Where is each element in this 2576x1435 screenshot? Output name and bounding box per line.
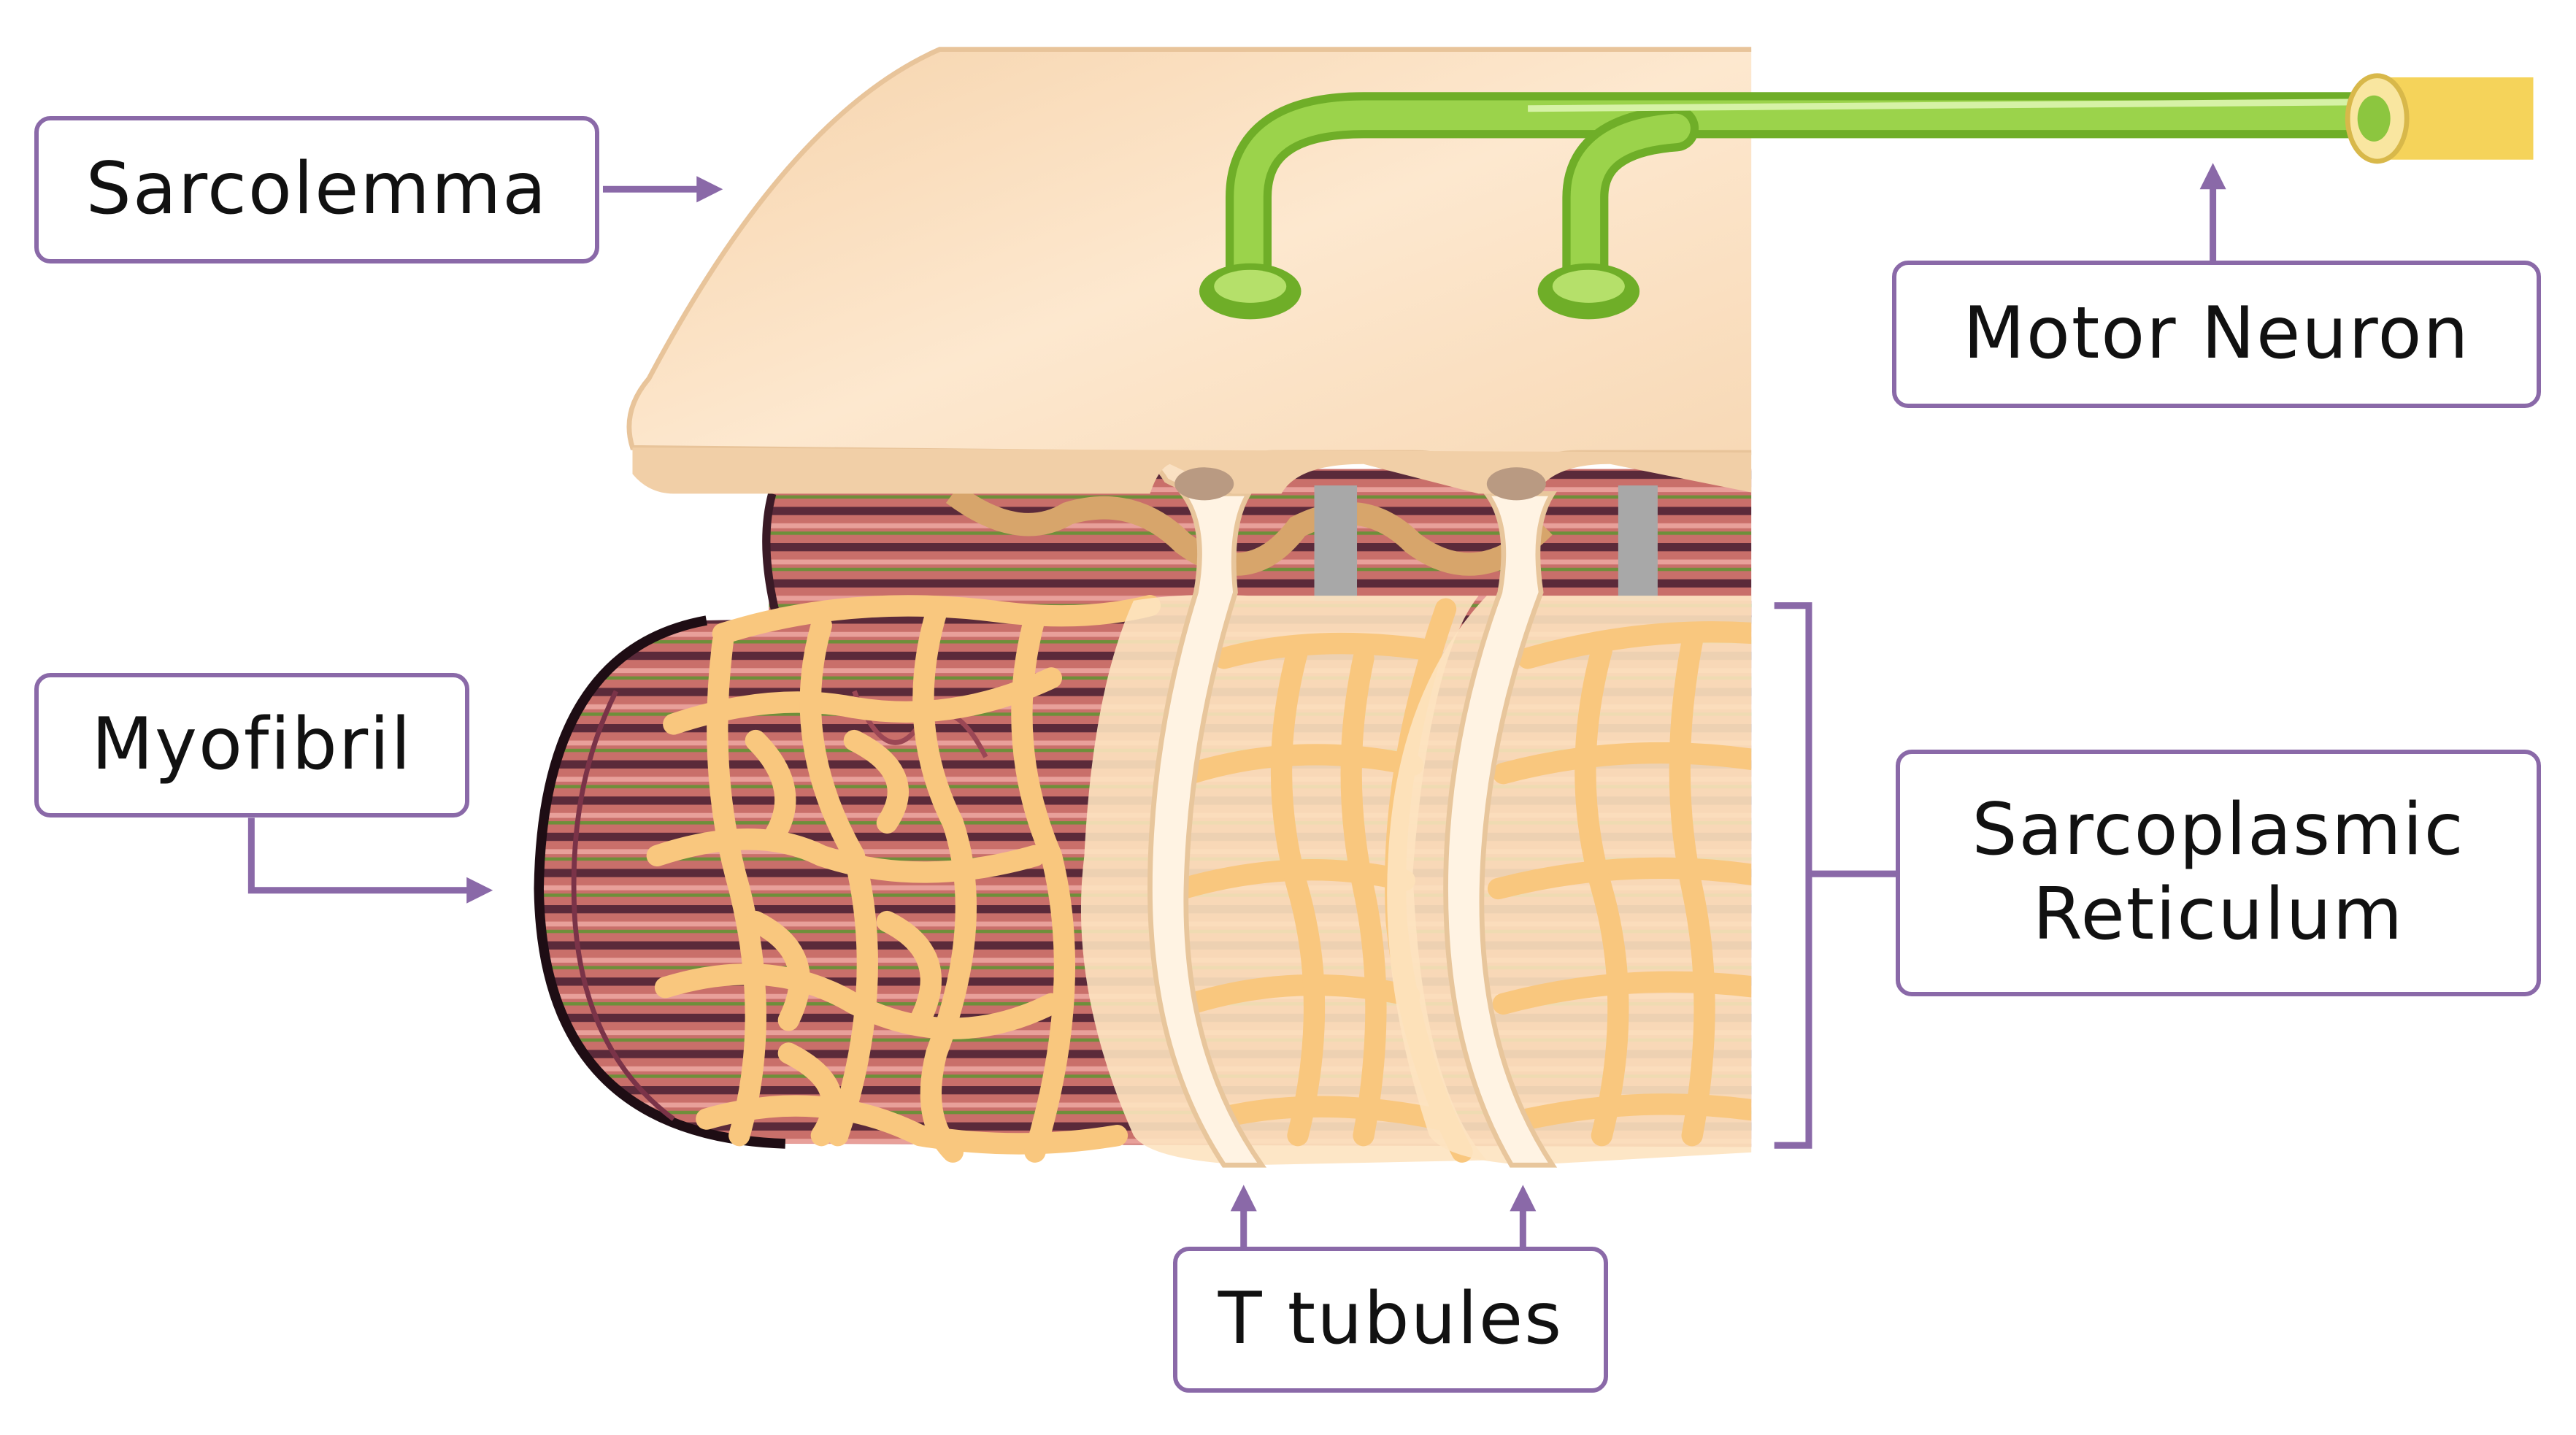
sarcoplasmic-reticulum-net: [646, 595, 1161, 1163]
label-myofibril: Myofibril: [34, 673, 469, 817]
label-t-tubules: T tubules: [1173, 1247, 1608, 1393]
connector-myofibril: [247, 817, 493, 904]
connector-sarcoplasmic-reticulum: [1774, 602, 1896, 1149]
label-t-tubules-text: T tubules: [1218, 1277, 1564, 1361]
label-sarcoplasmic-line1: Sarcoplasmic: [1972, 788, 2465, 872]
label-myofibril-text: Myofibril: [91, 703, 412, 787]
motor-neuron: [1199, 73, 2534, 320]
t-tubule-opening-1: [1174, 467, 1234, 501]
label-sarcoplasmic-reticulum: Sarcoplasmic Reticulum: [1896, 750, 2541, 996]
label-motor-neuron-text: Motor Neuron: [1963, 292, 2470, 376]
connector-sarcolemma: [602, 176, 723, 203]
label-sarcolemma-text: Sarcolemma: [85, 147, 548, 231]
reticulum-segment-3: [1387, 596, 1752, 1166]
label-sarcolemma: Sarcolemma: [34, 116, 599, 263]
t-tubule-opening-2: [1486, 467, 1546, 501]
t-tubule-tubes: [1147, 490, 1558, 1168]
connector-motor-neuron: [2199, 163, 2226, 263]
label-sarcoplasmic-line2: Reticulum: [2032, 873, 2404, 956]
sarcolemma-membrane: [626, 47, 1752, 501]
connector-t-tubules: [1230, 1185, 1537, 1251]
label-motor-neuron: Motor Neuron: [1892, 261, 2541, 408]
